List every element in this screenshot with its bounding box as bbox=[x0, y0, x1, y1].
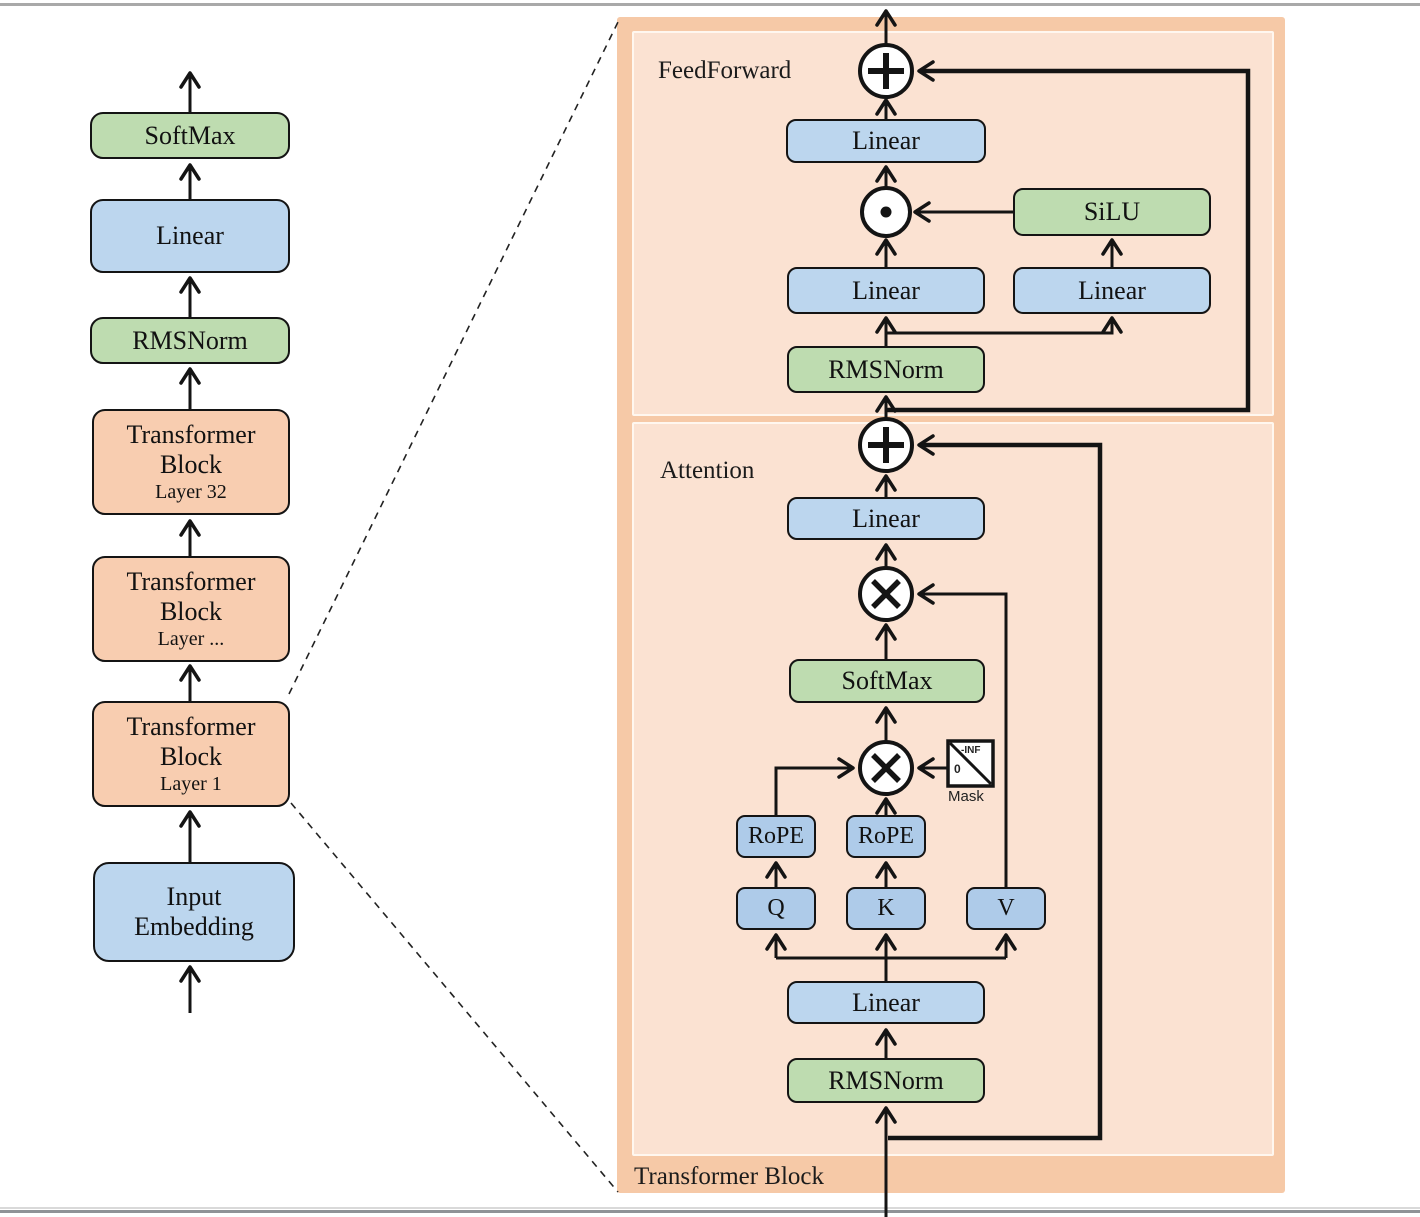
input-embedding-box: Input Embedding bbox=[93, 862, 295, 962]
linear-label: Linear bbox=[852, 275, 920, 305]
rmsnorm-label: RMSNorm bbox=[132, 325, 248, 355]
rope-q-box: RoPE bbox=[736, 815, 816, 858]
attn-softmax-box: SoftMax bbox=[789, 659, 985, 703]
layer-label: Layer 32 bbox=[155, 480, 227, 503]
ff-rmsnorm-box: RMSNorm bbox=[787, 346, 985, 393]
block-label: Block bbox=[159, 597, 223, 626]
linear-label: Linear bbox=[852, 126, 920, 156]
v-box: V bbox=[966, 887, 1046, 930]
linear-box: Linear bbox=[90, 199, 290, 273]
k-box: K bbox=[846, 887, 926, 930]
q-box: Q bbox=[736, 887, 816, 930]
attention-section bbox=[632, 422, 1274, 1156]
linear-label: Linear bbox=[852, 987, 920, 1017]
ff-output-linear-box: Linear bbox=[786, 119, 986, 163]
layer-label: Layer ... bbox=[157, 627, 225, 650]
linear-label: Linear bbox=[1078, 275, 1146, 305]
layer-label: Layer 1 bbox=[160, 772, 222, 795]
dot-product-icon bbox=[860, 186, 912, 238]
linear-label: Linear bbox=[852, 503, 920, 533]
mask-label: Mask bbox=[948, 788, 984, 805]
rmsnorm-box: RMSNorm bbox=[90, 317, 290, 364]
flow-arrows bbox=[179, 9, 1123, 1217]
matmul-icon bbox=[858, 740, 914, 796]
attn-input-linear-box: Linear bbox=[787, 981, 985, 1024]
softmax-label: SoftMax bbox=[144, 120, 236, 150]
block-label: Block bbox=[159, 450, 223, 479]
mask-neginf-label: -INF bbox=[961, 745, 981, 756]
feedforward-label: FeedForward bbox=[658, 57, 792, 84]
linear-label: Linear bbox=[156, 221, 224, 251]
block-label: Transformer bbox=[126, 712, 256, 742]
q-label: Q bbox=[767, 894, 785, 921]
mask-icon bbox=[946, 739, 995, 788]
softmax-label: SoftMax bbox=[841, 666, 933, 696]
transformer-block-label: Transformer Block bbox=[634, 1163, 825, 1190]
input-embedding-label: Embedding bbox=[134, 912, 254, 941]
rope-k-box: RoPE bbox=[846, 815, 926, 858]
add-icon bbox=[858, 417, 914, 473]
attention-label: Attention bbox=[660, 457, 755, 484]
rope-label: RoPE bbox=[747, 822, 804, 849]
matmul-icon bbox=[858, 566, 914, 622]
v-label: V bbox=[997, 894, 1015, 921]
silu-box: SiLU bbox=[1013, 188, 1211, 236]
transformer-block-layer-dots: Transformer Block Layer ... bbox=[92, 556, 290, 662]
top-rule bbox=[0, 3, 1420, 6]
add-icon bbox=[858, 43, 914, 99]
ff-up-linear-box: Linear bbox=[1013, 267, 1211, 314]
softmax-box: SoftMax bbox=[90, 112, 290, 159]
attn-output-linear-box: Linear bbox=[787, 497, 985, 540]
rmsnorm-label: RMSNorm bbox=[828, 354, 944, 384]
block-label: Transformer bbox=[126, 567, 256, 597]
attn-rmsnorm-box: RMSNorm bbox=[787, 1058, 985, 1103]
mask-zero-label: 0 bbox=[954, 762, 961, 776]
silu-label: SiLU bbox=[1083, 197, 1141, 227]
input-embedding-label: Input bbox=[166, 882, 222, 912]
dashed-connector bbox=[288, 21, 619, 1193]
k-label: K bbox=[877, 894, 895, 921]
bottom-rule bbox=[0, 1210, 1420, 1213]
transformer-block-layer32: Transformer Block Layer 32 bbox=[92, 409, 290, 515]
ff-gate-linear-box: Linear bbox=[787, 267, 985, 314]
rope-label: RoPE bbox=[857, 822, 914, 849]
transformer-block-layer1: Transformer Block Layer 1 bbox=[92, 701, 290, 807]
block-label: Transformer bbox=[126, 420, 256, 450]
bottom-rule-light bbox=[0, 1207, 1420, 1209]
block-label: Block bbox=[159, 742, 223, 771]
rmsnorm-label: RMSNorm bbox=[828, 1065, 944, 1095]
residual-connection bbox=[886, 60, 1251, 1141]
